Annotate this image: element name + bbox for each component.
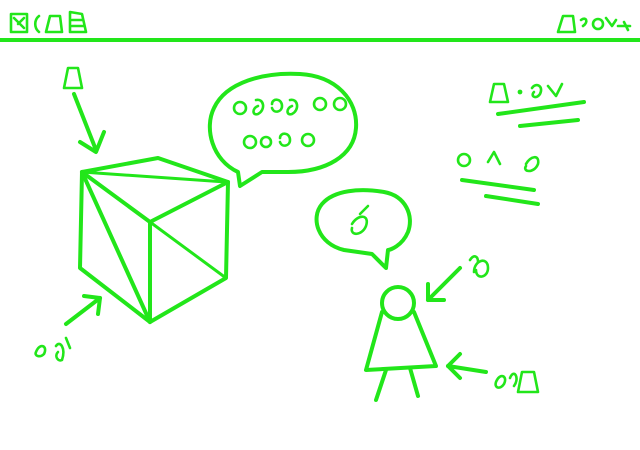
- figure-speech-bubble[interactable]: [314, 188, 412, 270]
- cube-top-label: [62, 66, 106, 154]
- note-1: [488, 82, 586, 128]
- figure-head-label: [426, 255, 490, 302]
- top-bar: [0, 0, 640, 42]
- bubble-text-glyphs: [232, 96, 348, 150]
- wireframe-cube-icon[interactable]: [78, 156, 230, 324]
- cube-speech-bubble[interactable]: [207, 71, 359, 188]
- stick-figure-icon[interactable]: [364, 285, 438, 402]
- cube-bottom-label: [34, 294, 102, 362]
- header-divider: [0, 38, 640, 42]
- note-2: [456, 150, 540, 206]
- menu-glyphs-icon[interactable]: [554, 6, 634, 34]
- title-glyphs-icon[interactable]: [8, 4, 98, 34]
- figure-body-label: [446, 352, 540, 394]
